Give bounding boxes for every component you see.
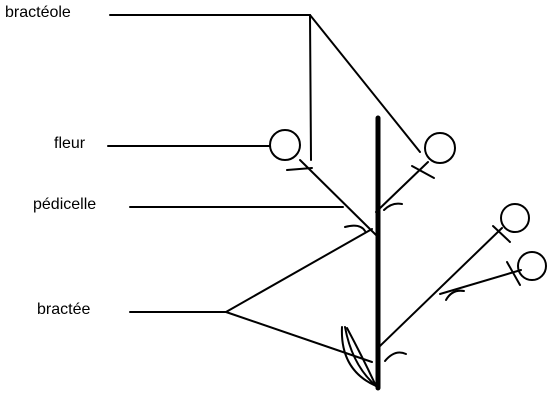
label-pedicel: pédicelle bbox=[33, 196, 97, 213]
label-flower: fleur bbox=[54, 135, 86, 152]
bracteole-lower-right-top bbox=[492, 225, 511, 243]
flower-branch-upper-right bbox=[375, 132, 456, 213]
label-bracteole: bractéole bbox=[5, 4, 71, 21]
bract-secondary bbox=[445, 289, 465, 301]
bract-leader bbox=[129, 228, 373, 363]
bract-upper-right bbox=[383, 202, 403, 211]
pedicel-upper-left bbox=[299, 159, 377, 236]
flower-branch-lower-right bbox=[379, 203, 547, 362]
bract-bottom bbox=[340, 326, 377, 387]
bracteole-upper-right bbox=[411, 165, 435, 179]
secondary-pedicel bbox=[439, 269, 522, 295]
flower-lower-right-bottom bbox=[517, 251, 547, 281]
flower-upper-right bbox=[424, 132, 456, 164]
flower-lower-right-top bbox=[500, 203, 530, 233]
flower-branch-upper-left bbox=[269, 129, 377, 236]
bracteole-lower-right-bottom bbox=[506, 261, 521, 286]
bract-lower-right bbox=[384, 351, 407, 362]
flower-upper-left bbox=[269, 129, 301, 161]
bracteole-upper-left bbox=[286, 167, 313, 171]
pedicel-lower-right bbox=[379, 227, 503, 347]
label-bract: bractée bbox=[37, 301, 91, 318]
bracteole-leader bbox=[109, 14, 421, 161]
bract-upper-left bbox=[344, 224, 366, 232]
